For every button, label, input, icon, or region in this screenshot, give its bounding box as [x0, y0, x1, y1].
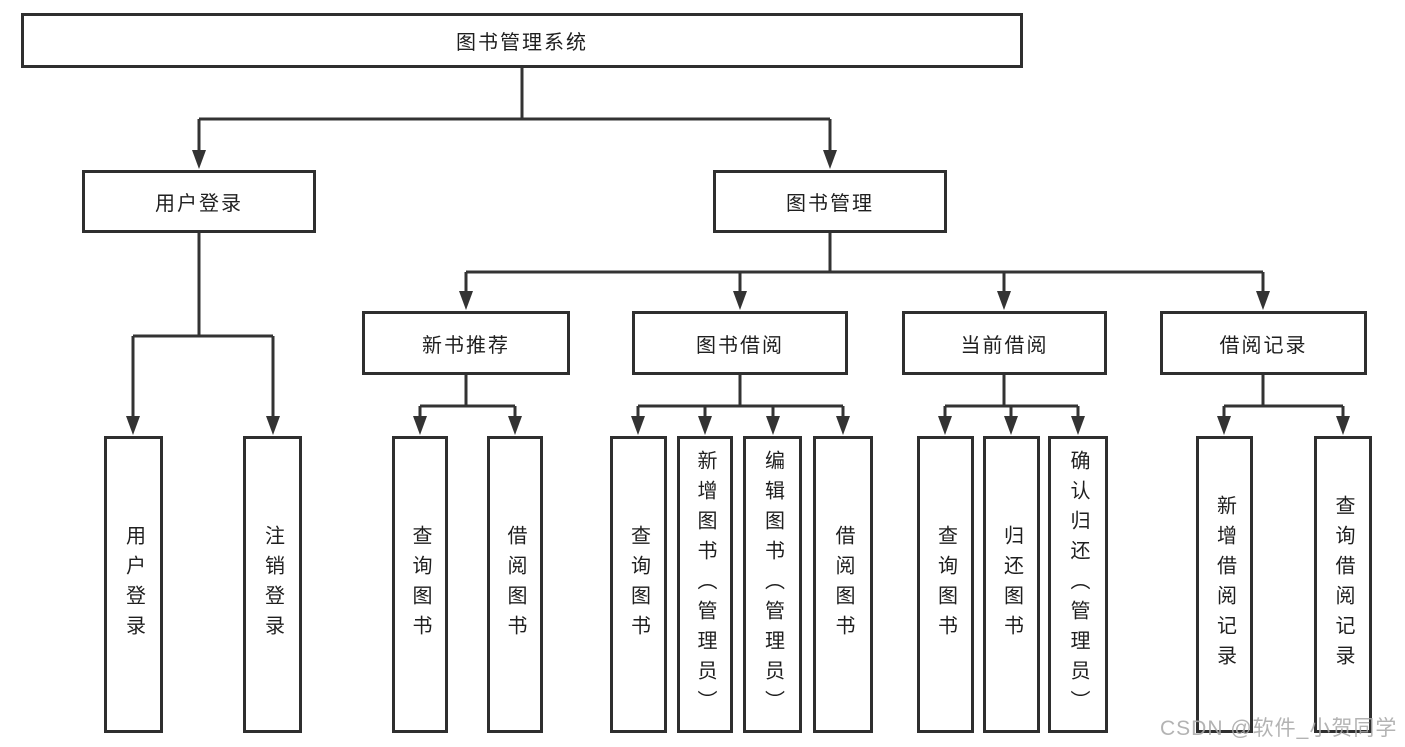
leaf-add-books-admin: 新增图书（管理员）: [677, 436, 733, 733]
node-label: 图书借阅: [696, 334, 784, 357]
leaf-logout: 注销登录: [243, 436, 302, 733]
node-library-management-system: 图书管理系统: [21, 13, 1023, 68]
node-label: 图书管理系统: [456, 32, 588, 54]
leaf-query-books-recommend: 查询图书: [392, 436, 448, 733]
leaf-label: 查询借阅记录: [1332, 494, 1354, 675]
leaf-label: 借阅图书: [832, 524, 854, 645]
node-user-login-branch: 用户登录: [82, 170, 316, 233]
leaf-label: 查询图书: [409, 524, 431, 645]
leaf-label: 新增借阅记录: [1213, 494, 1236, 675]
node-new-book-recommend: 新书推荐: [362, 311, 570, 375]
leaf-label: 注销登录: [261, 524, 284, 645]
leaf-confirm-return-admin: 确认归还（管理员）: [1048, 436, 1108, 733]
leaf-query-books-current: 查询图书: [917, 436, 974, 733]
leaf-user-login: 用户登录: [104, 436, 163, 733]
leaf-label: 新增图书（管理员）: [694, 449, 716, 720]
leaf-label: 查询图书: [627, 524, 650, 645]
csdn-watermark: CSDN @软件_小贺同学: [1160, 717, 1398, 740]
leaf-label: 借阅图书: [504, 524, 526, 645]
node-borrow-records: 借阅记录: [1160, 311, 1367, 375]
node-label: 图书管理: [786, 193, 874, 215]
leaf-return-books: 归还图书: [983, 436, 1040, 733]
node-label: 用户登录: [155, 193, 243, 215]
leaf-label: 用户登录: [122, 524, 145, 645]
leaf-add-borrow-record: 新增借阅记录: [1196, 436, 1253, 733]
node-label: 当前借阅: [960, 334, 1049, 357]
leaf-label: 归还图书: [1000, 524, 1023, 645]
leaf-label: 查询图书: [934, 524, 957, 645]
leaf-query-books-borrow: 查询图书: [610, 436, 667, 733]
node-book-borrow: 图书借阅: [632, 311, 848, 375]
leaf-label: 编辑图书（管理员）: [761, 449, 784, 720]
leaf-edit-books-admin: 编辑图书（管理员）: [743, 436, 802, 733]
node-current-borrow: 当前借阅: [902, 311, 1107, 375]
node-label: 新书推荐: [422, 334, 510, 357]
leaf-borrow-books: 借阅图书: [813, 436, 873, 733]
leaf-query-borrow-record: 查询借阅记录: [1314, 436, 1372, 733]
node-book-management: 图书管理: [713, 170, 947, 233]
leaf-borrow-books-recommend: 借阅图书: [487, 436, 543, 733]
leaf-label: 确认归还（管理员）: [1067, 449, 1089, 720]
node-label: 借阅记录: [1219, 334, 1308, 357]
